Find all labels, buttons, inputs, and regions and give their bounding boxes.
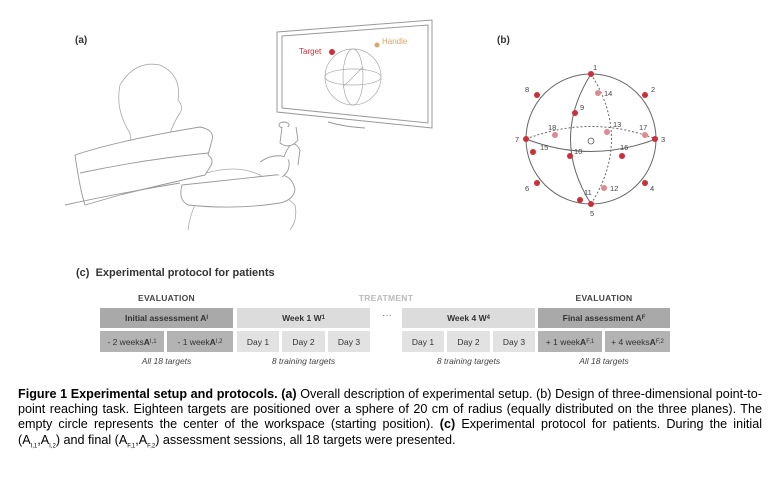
handle-marker [374,42,380,48]
header-evaluation-final: EVALUATION [575,293,633,303]
target-label-1: 1 [593,63,597,72]
monitor [276,19,433,129]
start-position-circle [587,137,595,145]
target-point-4 [642,180,648,186]
target-point-12 [601,185,607,191]
target-point-2 [642,92,648,98]
target-point-18 [552,132,558,138]
target-label-16: 16 [620,143,628,152]
target-label-15: 15 [540,143,548,152]
target-label-12: 12 [610,184,618,193]
target-point-9 [572,110,578,116]
target-point-7 [523,136,529,142]
target-point-1 [588,71,594,77]
legend-target: Target [299,47,322,56]
legend-handle: Handle [382,37,408,46]
target-label-6: 6 [525,184,529,193]
protocol-title: (c) Experimental protocol for patients [76,267,275,279]
target-point-3 [652,136,658,142]
target-label-17: 17 [639,123,647,132]
panel-a-label: (a) [75,35,88,46]
week4-day2: Day 2 [447,331,490,352]
target-label-11: 11 [584,188,592,197]
target-point-17 [642,132,648,138]
target-label-14: 14 [604,89,612,98]
week1-day1: Day 1 [237,331,279,352]
target-point-11 [577,197,583,203]
panel-c-label: (c) [76,267,90,279]
figure-caption: Figure 1 Experimental setup and protocol… [18,387,763,450]
target-label-5: 5 [590,209,594,218]
exoskeleton [64,121,301,208]
target-point-15 [530,149,536,155]
monitor-sphere [324,48,382,106]
target-label-7: 7 [515,135,519,144]
target-label-3: 3 [661,135,665,144]
header-evaluation-initial: EVALUATION [138,293,195,303]
target-label-13: 13 [613,120,621,129]
target-label-4: 4 [650,184,654,193]
week1-note: 8 training targets [271,356,336,366]
week4-day3: Day 3 [493,331,535,352]
protocol-title-text: Experimental protocol for patients [95,267,275,279]
week4-day1: Day 1 [402,331,444,352]
target-label-8: 8 [525,85,529,94]
header-treatment: TREATMENT [358,293,414,303]
sagittal-plane-front [570,73,592,205]
target-label-9: 9 [580,103,584,112]
horizontal-plane-back [525,126,657,140]
initial-note: All 18 targets [141,356,192,366]
target-marker [329,49,335,55]
final-note: All 18 targets [579,356,629,366]
caption-title: Figure 1 Experimental setup and protocol… [18,387,278,401]
target-point-8 [534,92,540,98]
ellipsis: ··· [382,310,392,321]
panel-b-label: (b) [497,35,510,46]
frontal-plane-back [590,73,612,205]
target-point-16 [619,153,625,159]
week1-day3: Day 3 [328,331,370,352]
week1-day2: Day 2 [282,331,325,352]
target-point-10 [567,153,573,159]
target-label-18: 18 [548,123,556,132]
setup-illustration: Target Handle [64,19,433,231]
target-point-13 [604,129,610,135]
target-point-14 [595,90,601,96]
target-label-10: 10 [574,147,582,156]
target-point-6 [534,180,540,186]
horizontal-plane-front [525,138,657,152]
week4-note: 8 training targets [436,356,501,366]
target-label-2: 2 [651,85,655,94]
target-point-5 [588,201,594,207]
